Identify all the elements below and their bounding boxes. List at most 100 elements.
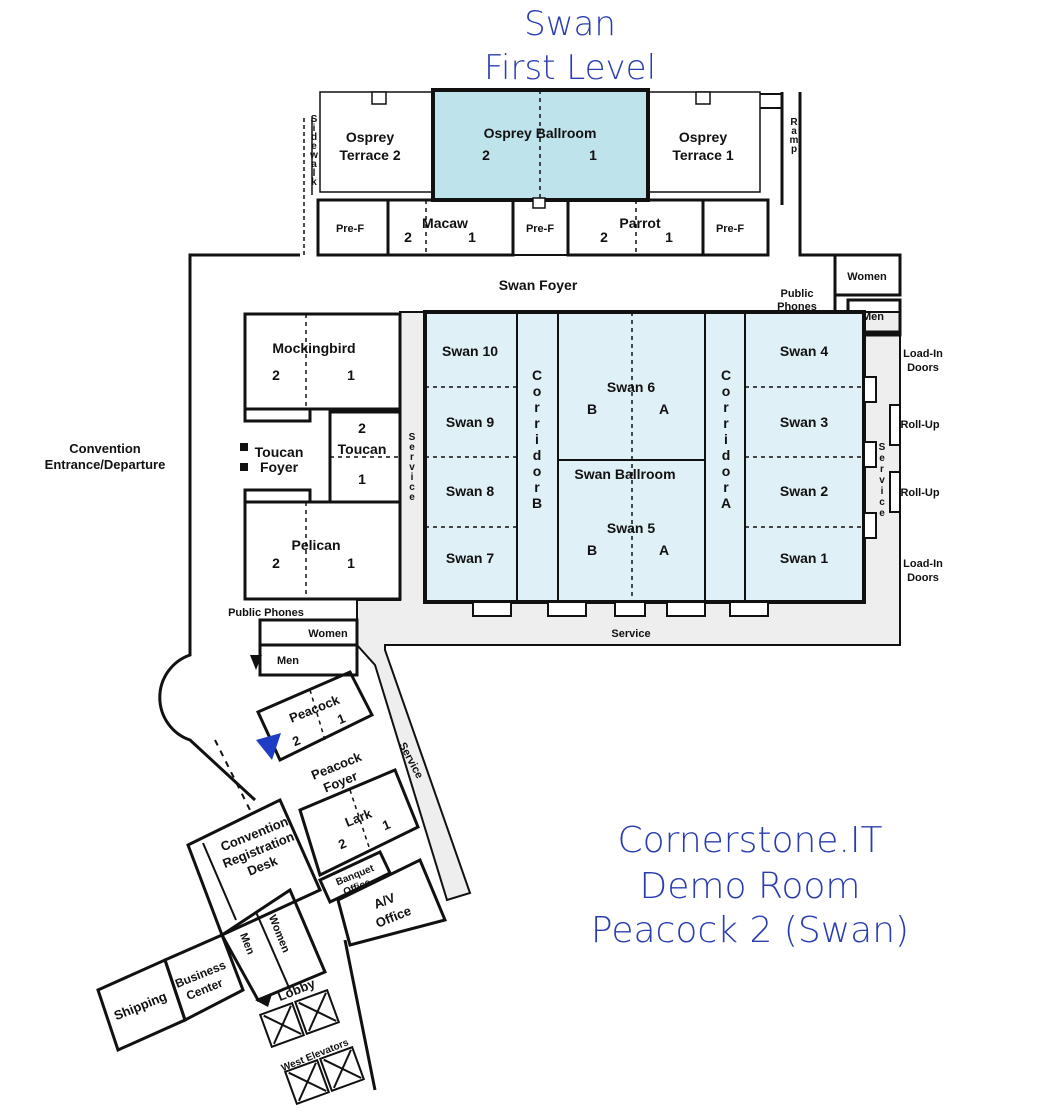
shipping-label: Shipping: [112, 988, 169, 1023]
mockingbird-2: 2: [272, 367, 280, 383]
sidewalk-char: i: [313, 123, 316, 134]
macaw-1: 1: [468, 229, 476, 245]
service-left-char: S: [409, 432, 416, 443]
swan-2-label: Swan 2: [780, 483, 828, 499]
service-right-char: v: [879, 475, 885, 486]
swan-8-label: Swan 8: [446, 483, 494, 499]
swan-4-label: Swan 4: [780, 343, 828, 359]
demo-note-line2: Demo Room: [639, 866, 861, 907]
ramp-char: R: [790, 117, 798, 128]
toucan-2: 2: [358, 420, 366, 436]
restrooms-lower: [220, 887, 327, 1002]
service-left-char: r: [410, 452, 414, 463]
mockingbird-1: 1: [347, 367, 355, 383]
service-right-char: c: [879, 497, 885, 508]
toucan-foyer-label: Toucan: [255, 444, 304, 460]
sidewalk-char: w: [309, 150, 318, 161]
demo-note-line1: Cornerstone.IT: [617, 820, 883, 861]
swan-5-b: B: [587, 542, 597, 558]
corridor-b-char: r: [534, 415, 540, 431]
pre-f-right[interactable]: [701, 198, 770, 257]
ramp-char: a: [791, 126, 797, 137]
service-right-char: e: [879, 508, 885, 519]
peacock-marker: [256, 733, 281, 760]
swan-1-label: Swan 1: [780, 550, 828, 566]
sidewalk-char: a: [311, 159, 317, 170]
service-bottom-label: Service: [611, 628, 650, 640]
roll-up-top: Roll-Up: [900, 419, 939, 431]
pre-f-right-label: Pre-F: [716, 223, 744, 235]
corridor-a-char: d: [722, 447, 731, 463]
service-right-char: e: [879, 453, 885, 464]
women-label: Women: [847, 271, 887, 283]
public-phones-label: Phones: [777, 301, 817, 313]
swan-6-a: A: [659, 401, 669, 417]
swan-7-label: Swan 7: [446, 550, 494, 566]
business-center[interactable]: [163, 932, 245, 1023]
ramp-char: m: [790, 135, 799, 146]
osprey-1: 1: [589, 147, 597, 163]
service-right-char: r: [880, 464, 884, 475]
corridor-b-char: d: [533, 447, 542, 463]
corridor-a-char: C: [721, 367, 731, 383]
women-lower: Women: [308, 628, 348, 640]
west-elevators[interactable]: [258, 988, 366, 1106]
swan-10-label: Swan 10: [442, 343, 498, 359]
roll-up-bottom: Roll-Up: [900, 487, 939, 499]
service-left-char: v: [409, 462, 415, 473]
swan-9-label: Swan 9: [446, 414, 494, 430]
corridor-a-char: r: [723, 399, 729, 415]
lark-room[interactable]: [298, 768, 420, 878]
corridor-a-char: o: [722, 463, 731, 479]
sidewalk-char: d: [311, 132, 317, 143]
service-left-char: e: [409, 492, 415, 503]
registration-desk[interactable]: [186, 797, 322, 938]
load-in-top: Doors: [907, 362, 939, 374]
corridor-b-char: C: [532, 367, 542, 383]
men-lower: Men: [277, 655, 299, 667]
mockingbird-room[interactable]: [243, 312, 402, 411]
pelican-2: 2: [272, 555, 280, 571]
parrot-2: 2: [600, 229, 608, 245]
av-office: [336, 857, 448, 947]
convention-label: Convention: [69, 441, 141, 456]
osprey-ballroom-label: Osprey Ballroom: [484, 125, 597, 141]
lobby-label: Lobby: [275, 975, 317, 1004]
pre-f-left-label: Pre-F: [336, 223, 364, 235]
lark-label: Lark: [343, 805, 375, 829]
corridor-b-char: o: [533, 383, 542, 399]
sidewalk-char: e: [311, 141, 317, 152]
service-left-char: c: [409, 482, 415, 493]
pelican-1: 1: [347, 555, 355, 571]
corridor-b-char: r: [534, 399, 540, 415]
title-first-level: First Level: [483, 48, 657, 88]
title-swan: Swan: [524, 4, 616, 44]
corridor-a-char: r: [723, 415, 729, 431]
pelican-label: Pelican: [291, 537, 340, 553]
toucan-label: Toucan: [338, 441, 387, 457]
load-in-bottom: Load-In: [903, 558, 943, 570]
pre-f-mid-label: Pre-F: [526, 223, 554, 235]
mockingbird-label: Mockingbird: [272, 340, 355, 356]
men-label: Men: [862, 311, 884, 323]
peacock-2: 2: [290, 733, 302, 750]
peacock-1: 1: [335, 711, 347, 728]
public-phones-label: Public: [780, 288, 813, 300]
service-right-char: S: [879, 442, 886, 453]
service-left-char: i: [411, 472, 414, 483]
macaw-2: 2: [404, 229, 412, 245]
swan-3-label: Swan 3: [780, 414, 828, 430]
women-lower2: Women: [266, 913, 292, 954]
corridor-a-char: A: [721, 495, 731, 511]
osprey-terrace-1-label: Terrace 1: [672, 147, 733, 163]
load-in-bottom: Doors: [907, 572, 939, 584]
osprey-terrace-1-label: Osprey: [679, 129, 727, 145]
women-restroom-top: [833, 253, 902, 297]
pelican-room[interactable]: [243, 500, 402, 601]
sidewalk-char: l: [313, 168, 316, 179]
parrot-label: Parrot: [619, 215, 661, 231]
public-phones-lower: Public Phones: [228, 607, 304, 619]
swan-foyer-label: Swan Foyer: [499, 277, 578, 293]
